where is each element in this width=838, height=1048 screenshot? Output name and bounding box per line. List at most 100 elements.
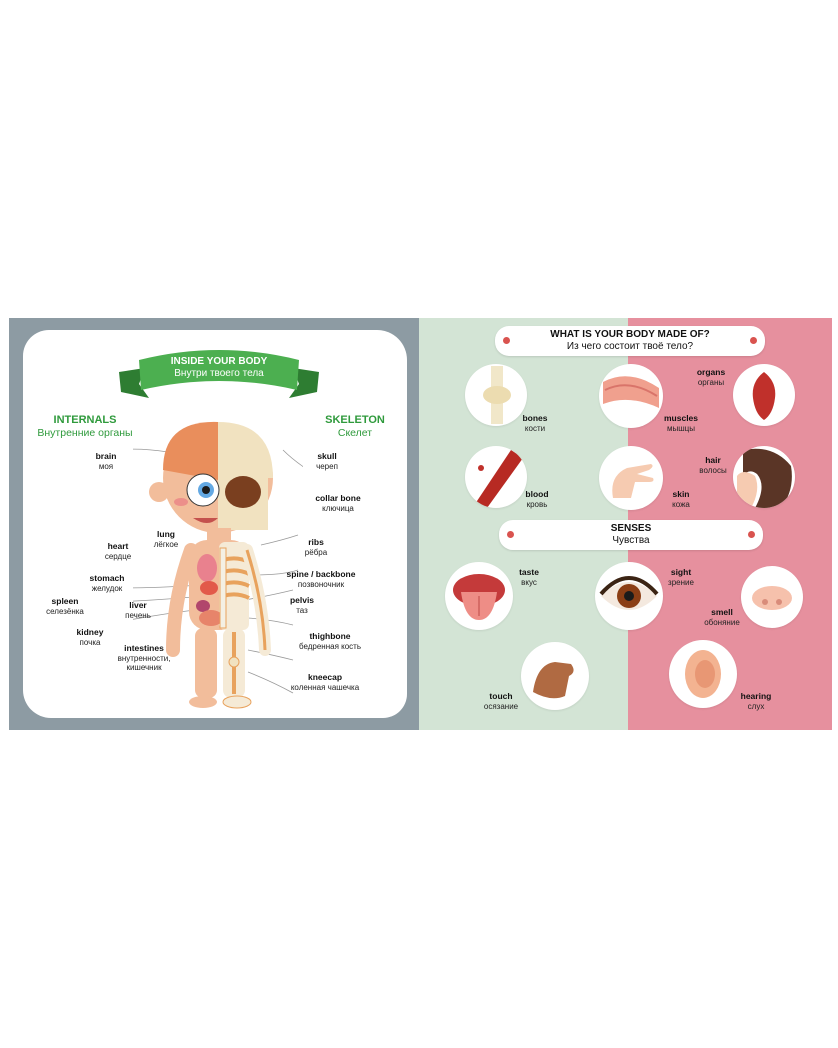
- label-ribs: ribs рёбра: [291, 537, 341, 557]
- skin-en: skin: [672, 489, 690, 499]
- heart-organ-icon: [752, 372, 776, 420]
- muscle-icon: [603, 376, 659, 408]
- sight-en: sight: [670, 567, 692, 577]
- hearing-en: hearing: [740, 691, 772, 701]
- kidney-ru: почка: [79, 637, 101, 647]
- bones-circle: [465, 364, 527, 426]
- label-smell: smell обоняние: [699, 607, 745, 627]
- bone-icon: [483, 366, 511, 424]
- muscles-circle: [599, 364, 663, 428]
- smell-en: smell: [711, 607, 733, 617]
- tongue-icon: [453, 574, 505, 620]
- child-anatomy-illustration: [133, 421, 303, 709]
- organs-circle: [733, 364, 795, 426]
- label-blood: blood кровь: [517, 489, 557, 509]
- hair-en: hair: [705, 455, 721, 465]
- skin-circle: [599, 446, 663, 510]
- taste-circle: [445, 562, 513, 630]
- sight-circle: [595, 562, 663, 630]
- heart-en: heart: [107, 541, 129, 551]
- label-liver: liver печень: [113, 600, 163, 620]
- label-intestines: intestines внутренности, кишечник: [109, 643, 179, 672]
- pelvis-en: pelvis: [289, 595, 315, 605]
- label-thighbone: thighbone бедренная кость: [285, 631, 375, 651]
- label-bones: bones кости: [515, 413, 555, 433]
- blood-vessel-icon: [475, 450, 523, 508]
- label-heart: heart сердце: [93, 541, 143, 561]
- bones-ru: кости: [524, 423, 546, 433]
- brain-en: brain: [95, 451, 117, 461]
- ribs-ru: рёбра: [304, 547, 328, 557]
- anatomy-card: INSIDE YOUR BODY Внутри твоего тела INTE…: [23, 330, 407, 718]
- senses-heading: SENSES Чувства: [499, 520, 763, 550]
- stomach-en: stomach: [89, 573, 125, 583]
- bones-en: bones: [522, 413, 548, 423]
- spine-ru: позвоночник: [297, 579, 345, 589]
- touch-circle: [521, 642, 589, 710]
- label-lung: lung лёгкое: [141, 529, 191, 549]
- pin-icon: [507, 531, 514, 538]
- label-spleen: spleen селезёнка: [37, 596, 93, 616]
- label-touch: touch осязание: [479, 691, 523, 711]
- hearing-circle: [669, 640, 737, 708]
- made-of-en: WHAT IS YOUR BODY MADE OF?: [550, 329, 710, 340]
- spleen-ru: селезёнка: [46, 606, 84, 616]
- blood-ru: кровь: [526, 499, 548, 509]
- taste-en: taste: [519, 567, 539, 577]
- kneecap-en: kneecap: [307, 672, 343, 682]
- thighbone-ru: бедренная кость: [298, 641, 362, 651]
- made-of-heading: WHAT IS YOUR BODY MADE OF? Из чего состо…: [495, 326, 765, 356]
- pin-icon: [748, 531, 755, 538]
- smell-ru: обоняние: [704, 617, 740, 627]
- label-brain: brain моя: [83, 451, 129, 471]
- touch-en: touch: [489, 691, 513, 701]
- left-page: INSIDE YOUR BODY Внутри твоего тела INTE…: [9, 318, 419, 730]
- stomach-ru: желудок: [91, 583, 123, 593]
- label-skin: skin кожа: [661, 489, 701, 509]
- skull-ru: череп: [316, 461, 338, 471]
- skeleton-heading: SKELETON Скелет: [315, 414, 395, 440]
- intestines-en: intestines: [124, 643, 164, 653]
- organs-en: organs: [696, 367, 726, 377]
- hand-icon: [612, 464, 654, 498]
- hair-circle: [733, 446, 795, 508]
- label-kidney: kidney почка: [65, 627, 115, 647]
- book-spread: INSIDE YOUR BODY Внутри твоего тела INTE…: [9, 318, 832, 730]
- organs-ru: органы: [697, 377, 725, 387]
- collar-bone-ru: ключица: [322, 503, 354, 513]
- taste-ru: вкус: [521, 577, 537, 587]
- touch-ru: осязание: [483, 701, 519, 711]
- intestines-ru2: кишечник: [126, 662, 162, 672]
- internals-heading: INTERNALS Внутренние органы: [35, 414, 135, 440]
- pin-icon: [503, 337, 510, 344]
- label-muscles: muscles мышцы: [661, 413, 701, 433]
- label-hearing: hearing слух: [733, 691, 779, 711]
- collar-bone-en: collar bone: [315, 493, 361, 503]
- skin-ru: кожа: [672, 499, 690, 509]
- blood-en: blood: [525, 489, 549, 499]
- label-organs: organs органы: [689, 367, 733, 387]
- label-collar-bone: collar bone ключица: [303, 493, 373, 513]
- thighbone-en: thighbone: [309, 631, 351, 641]
- ear-icon: [685, 650, 721, 698]
- hair-ru: волосы: [699, 465, 727, 475]
- liver-en: liver: [129, 600, 147, 610]
- kidney-en: kidney: [76, 627, 104, 637]
- hair-icon: [737, 448, 792, 508]
- muscles-ru: мышцы: [667, 423, 695, 433]
- label-sight: sight зрение: [661, 567, 701, 587]
- spine-en: spine / backbone: [286, 569, 356, 579]
- internals-en: INTERNALS: [53, 414, 117, 426]
- ribbon-icon: [119, 350, 319, 398]
- sight-ru: зрение: [668, 577, 694, 587]
- label-stomach: stomach желудок: [79, 573, 135, 593]
- intestines-ru1: внутренности,: [117, 653, 171, 663]
- label-spine: spine / backbone позвоночник: [273, 569, 369, 589]
- ribs-en: ribs: [308, 537, 324, 547]
- muscles-en: muscles: [663, 413, 699, 423]
- skeleton-ru: Скелет: [337, 427, 373, 440]
- eye-icon: [599, 576, 659, 610]
- finger-touch-icon: [533, 662, 574, 699]
- kneecap-ru: коленная чашечка: [290, 682, 360, 692]
- label-skull: skull череп: [305, 451, 349, 471]
